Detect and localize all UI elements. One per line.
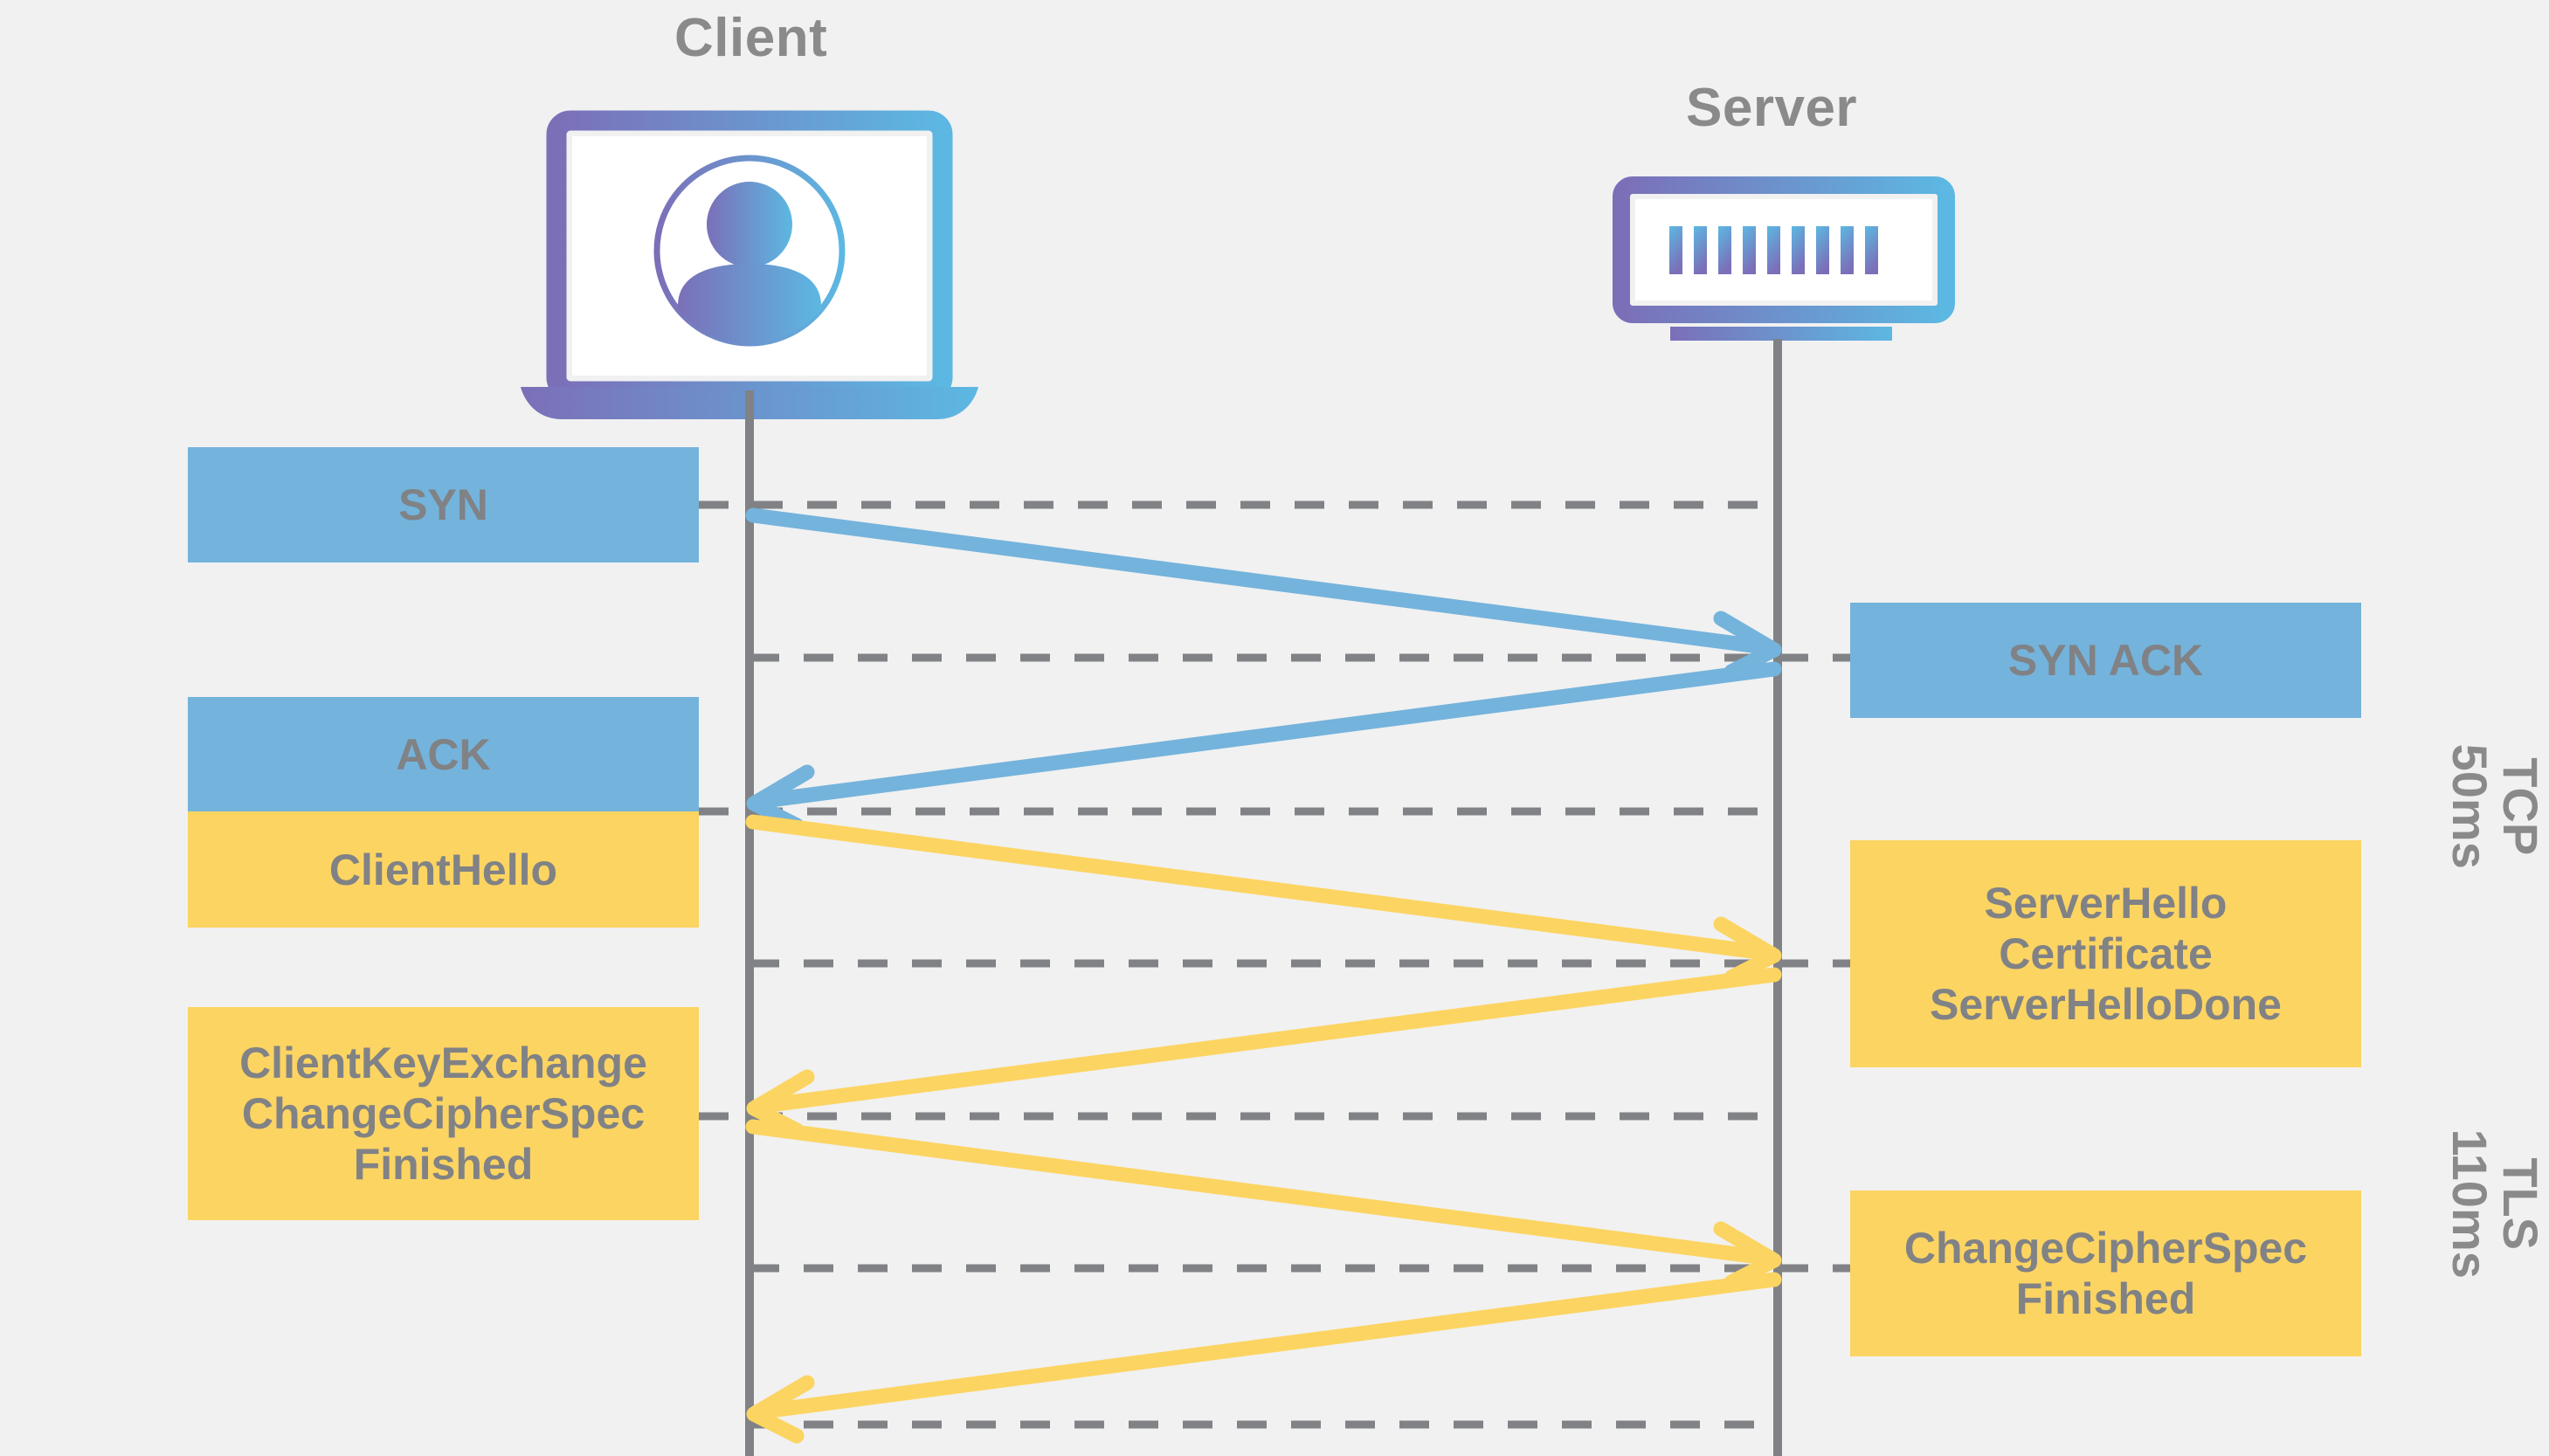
arrow-syn-ack bbox=[746, 661, 1782, 833]
message-box-syn-ack[interactable]: SYN ACK bbox=[1850, 603, 2361, 718]
arrow-server-hello bbox=[746, 967, 1782, 1138]
arrow-client-key bbox=[745, 1119, 1782, 1290]
laptop-user-icon bbox=[521, 110, 978, 419]
message-label: ACK bbox=[396, 729, 491, 779]
message-box-client-hello[interactable]: ClientHello bbox=[188, 811, 699, 928]
server-rack-icon bbox=[1613, 176, 1955, 341]
arrow-client-hello bbox=[745, 814, 1782, 985]
message-box-client-key-exchange[interactable]: ClientKeyExchange ChangeCipherSpec Finis… bbox=[188, 1007, 699, 1220]
phase-label-tcp: TCP 50ms bbox=[2442, 743, 2549, 869]
message-label: SYN bbox=[398, 480, 488, 529]
message-box-ack[interactable]: ACK bbox=[188, 697, 699, 811]
message-box-syn[interactable]: SYN bbox=[188, 447, 699, 562]
message-box-server-hello[interactable]: ServerHello Certificate ServerHelloDone bbox=[1850, 840, 2361, 1067]
message-label: ClientKeyExchange ChangeCipherSpec Finis… bbox=[239, 1039, 647, 1189]
arrow-server-ccs bbox=[746, 1272, 1782, 1444]
time-gridlines bbox=[699, 500, 1850, 1429]
arrow-syn bbox=[745, 507, 1782, 680]
server-title: Server bbox=[1686, 78, 1858, 138]
message-box-server-change-cipher-spec[interactable]: ChangeCipherSpec Finished bbox=[1850, 1190, 2361, 1356]
phase-label-tls: TLS 110ms bbox=[2442, 1128, 2549, 1279]
message-label: SYN ACK bbox=[2007, 636, 2204, 685]
message-label: ChangeCipherSpec Finished bbox=[1903, 1224, 2308, 1323]
client-title: Client bbox=[674, 8, 828, 68]
message-label: ServerHello Certificate ServerHelloDone bbox=[1930, 879, 2282, 1029]
message-label: ClientHello bbox=[328, 845, 558, 894]
